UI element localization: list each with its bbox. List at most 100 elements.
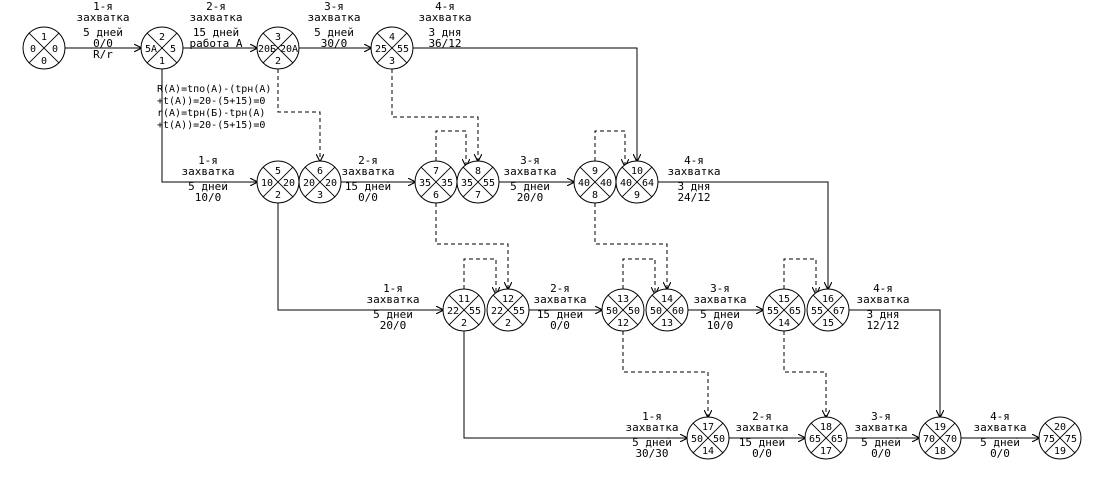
event-number: 18	[820, 422, 832, 433]
event-number: 17	[702, 422, 714, 433]
dependency-arrow	[463, 258, 496, 294]
event-early-time: 22	[491, 306, 503, 317]
event-prev-number: 2	[505, 318, 511, 329]
event-early-time: 22	[447, 306, 459, 317]
event-late-time: 64	[642, 178, 654, 189]
activity-label-line: 4-я	[990, 410, 1010, 423]
activity-label-line: 5 дней	[700, 308, 740, 321]
event-number: 15	[778, 294, 790, 305]
activity-label-line: 5 дней	[980, 436, 1020, 449]
event-early-time: 40	[620, 178, 632, 189]
event-late-time: 20	[325, 178, 337, 189]
activity-label-line: 2-я	[358, 154, 378, 167]
activity-label-line: захватка	[77, 11, 130, 24]
event-late-time: 55	[397, 44, 409, 55]
event-late-time: 40	[600, 178, 612, 189]
dependency-arrows	[277, 69, 826, 417]
event-prev-number: 7	[475, 190, 481, 201]
activity-arrow	[277, 203, 443, 310]
activity-label-line: захватка	[419, 11, 472, 24]
formula-line: R(A)=tпо(A)-(tрн(A)	[157, 84, 271, 95]
event-prev-number: 3	[389, 56, 395, 67]
event-prev-number: 13	[661, 318, 673, 329]
event-divider	[692, 422, 724, 454]
activity-label-line: захватка	[504, 165, 557, 178]
event-number: 8	[475, 166, 481, 177]
activity-label-line: 15 дней	[537, 308, 583, 321]
activity-label-line: захватка	[736, 421, 789, 434]
event-prev-number: 9	[634, 190, 640, 201]
event-number: 9	[592, 166, 598, 177]
event-early-time: 10	[261, 178, 273, 189]
activity-label-line: 2-я	[550, 282, 570, 295]
activity-label-line: 30/0	[321, 37, 348, 50]
event-number: 1	[41, 32, 47, 43]
event-late-time: 60	[672, 306, 684, 317]
event-number: 10	[631, 166, 643, 177]
activity-label-line: захватка	[190, 11, 243, 24]
activity-label-line: 15 дней	[345, 180, 391, 193]
activity-label-line: 15 дней	[739, 436, 785, 449]
event-number: 20	[1054, 422, 1066, 433]
activity-label-line: захватка	[182, 165, 235, 178]
activity-label-line: 5 дней	[373, 308, 413, 321]
event-late-time: 20A	[280, 44, 298, 55]
event-number: 13	[617, 294, 629, 305]
activity-label-line: 0/0	[871, 447, 891, 460]
activity-label-line: 12/12	[866, 319, 899, 332]
event-early-time: 35	[419, 178, 431, 189]
activity-label-line: 3-я	[871, 410, 891, 423]
activity-label-line: 3-я	[520, 154, 540, 167]
event-prev-number: 19	[1054, 446, 1066, 457]
event-prev-number: 8	[592, 190, 598, 201]
event-number: 12	[502, 294, 514, 305]
event-late-time: 20	[283, 178, 295, 189]
formula-line: r(A)=tрн(Б)-tрн(A)	[157, 108, 265, 119]
dependency-arrow	[594, 203, 667, 289]
event-prev-number: 0	[41, 56, 47, 67]
event-late-time: 50	[713, 434, 725, 445]
event-divider	[579, 166, 611, 198]
event-late-time: 75	[1065, 434, 1077, 445]
activity-label-line: 24/12	[677, 191, 710, 204]
activity-label-line: 2-я	[752, 410, 772, 423]
event-divider	[768, 294, 800, 326]
dependency-arrow	[435, 130, 466, 166]
activity-label-line: 1-я	[198, 154, 218, 167]
event-divider	[420, 166, 452, 198]
event-late-time: 0	[52, 44, 58, 55]
activity-label-line: 3 дня	[866, 308, 899, 321]
activity-arrows	[65, 48, 1039, 438]
event-early-time: 0	[30, 44, 36, 55]
activity-label-line: захватка	[694, 293, 747, 306]
event-divider	[1044, 422, 1076, 454]
activity-label-line: 3 дня	[428, 26, 461, 39]
event-divider	[304, 166, 336, 198]
event-divider	[492, 294, 524, 326]
event-divider	[462, 166, 494, 198]
dependency-arrow	[622, 258, 655, 294]
event-prev-number: 15	[822, 318, 834, 329]
event-prev-number: 3	[317, 190, 323, 201]
event-divider	[924, 422, 956, 454]
activity-label-line: 5 дней	[314, 26, 354, 39]
activity-label-line: 2-я	[206, 0, 226, 13]
activity-label-line: захватка	[308, 11, 361, 24]
dependency-arrow	[622, 331, 708, 417]
event-number: 4	[389, 32, 395, 43]
event-number: 5	[275, 166, 281, 177]
event-early-time: 20	[303, 178, 315, 189]
